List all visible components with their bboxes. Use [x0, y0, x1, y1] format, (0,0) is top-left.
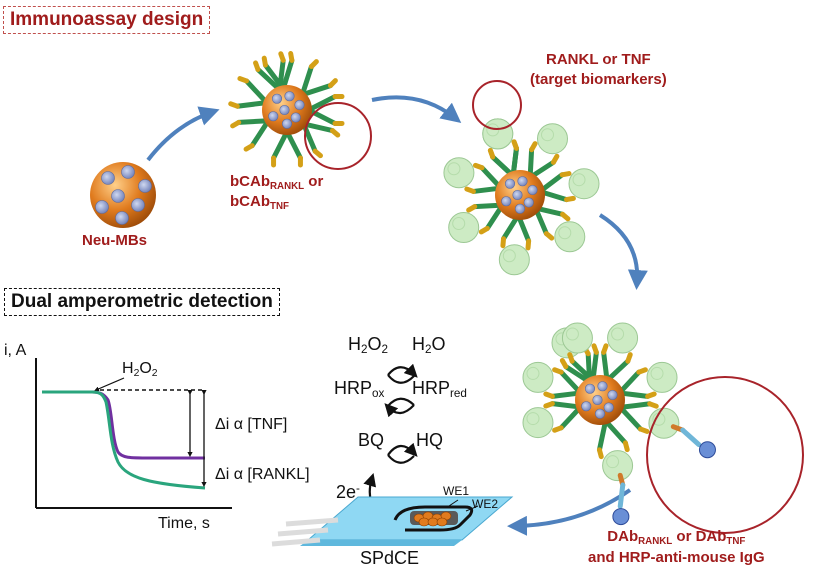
reaction-arrow-electron [387, 454, 415, 464]
sandwich-bead [522, 322, 716, 526]
dab-sub1: RANKL [638, 536, 673, 547]
h2o2-pointer [94, 377, 125, 392]
dab-line2: and HRP-anti-mouse IgG [588, 549, 765, 566]
bcab-or: or [304, 173, 324, 190]
capture-antibody-bead [228, 51, 345, 168]
plot-ylabel: i, A [4, 342, 27, 359]
target-biomarkers-label: RANKL or TNF (target biomarkers) [530, 50, 667, 90]
we2-label: WE2 [472, 497, 499, 511]
workflow-arrows [146, 95, 648, 536]
spdce-electrode [271, 496, 514, 547]
bcab-label: bCAbRANKL or bCAbTNF [230, 172, 323, 212]
dual-detection-title: Dual amperometric detection [4, 288, 280, 316]
detection-antibody-highlight [646, 376, 804, 534]
spdce-label: SPdCE [360, 548, 420, 568]
neu-mb-bead [90, 162, 156, 228]
target-captured-bead [443, 118, 600, 276]
delta-rankl-label: Δi α [RANKL] [215, 466, 310, 483]
target-biomarker-highlight [472, 80, 522, 130]
reaction-h2o2: H2O2 [348, 334, 389, 356]
targets-line1: RANKL or TNF [546, 51, 651, 68]
targets-line2: (target biomarkers) [530, 71, 667, 88]
delta-tnf-label: Δi α [TNF] [215, 416, 288, 433]
reaction-h2o: H2O [412, 334, 446, 356]
neu-mbs-label: Neu-MBs [82, 232, 148, 249]
reaction-arrow-bq [387, 397, 415, 407]
we1-label: WE1 [443, 484, 470, 498]
bcab-tnf-sub: TNF [270, 201, 289, 212]
series-lower [42, 390, 206, 490]
series-upper [42, 390, 205, 460]
arrow-target-to-detection [598, 213, 648, 290]
reaction-hq: HQ [416, 430, 443, 450]
reaction-arrow-hrp-lower [384, 403, 415, 418]
dab-sub2: TNF [726, 536, 746, 547]
bcab-rankl-main: bCAb [230, 173, 270, 190]
plot-h2o2-label: H2O2 [122, 360, 158, 379]
immunoassay-design-title: Immunoassay design [3, 6, 211, 34]
reaction-arrow-hrp [387, 374, 415, 384]
arrow-capture-to-target [371, 95, 462, 123]
reaction-hrp-red: HRPred [412, 378, 467, 400]
bcab-tnf-main: bCAb [230, 193, 270, 210]
bcab-rankl-sub: RANKL [270, 181, 305, 192]
capture-antibody-highlight [304, 102, 372, 170]
reaction-hrp-ox: HRPox [334, 378, 385, 400]
amperogram [35, 358, 232, 509]
dab-main1: DAb [607, 528, 639, 545]
arrow-detection-to-electrode [507, 488, 632, 536]
reaction-bq: BQ [358, 430, 385, 450]
reaction-electrons: 2e- [336, 482, 360, 502]
reaction-arrow-h2o2 [387, 363, 418, 378]
dab-or: or DAb [672, 528, 727, 545]
reaction-arrow-hq [387, 442, 418, 457]
plot-xlabel: Time, s [158, 515, 210, 532]
dab-label: DAbRANKL or DAbTNF and HRP-anti-mouse Ig… [588, 526, 765, 568]
arrow-bead-to-capture [146, 106, 220, 162]
